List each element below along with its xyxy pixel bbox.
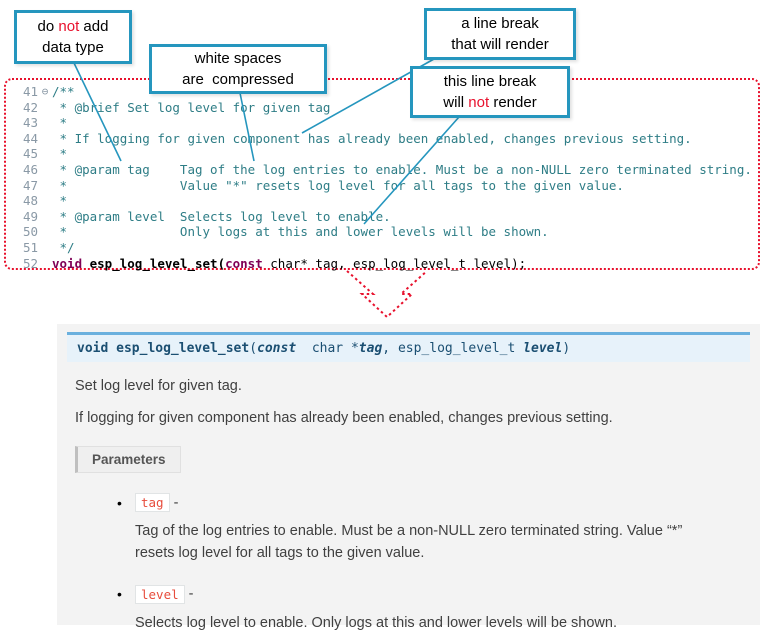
code-text: * Value "*" resets log level for all tag…: [52, 177, 624, 193]
fold-spacer: [38, 162, 52, 178]
line-number: 46: [22, 161, 38, 177]
fold-collapse-icon[interactable]: ⊖: [41, 85, 49, 98]
param-level: level: [523, 341, 563, 356]
parameter-list: • tag - Tag of the log entries to enable…: [117, 493, 750, 634]
code-editor: 41 ⊖ /** 42 * @brief Set log level for g…: [4, 78, 760, 272]
list-item: • level - Selects log level to enable. O…: [117, 584, 750, 634]
fold-spacer: [38, 146, 52, 162]
function-name: esp_log_level_set: [116, 341, 250, 356]
code-text: * @param level Selects log level to enab…: [52, 208, 391, 224]
code-text: * Only logs at this and lower levels wil…: [52, 224, 549, 240]
line-number: 41: [22, 84, 38, 99]
line-number: 51: [22, 239, 38, 255]
code-text: *: [52, 115, 68, 131]
code-text: */: [52, 239, 75, 255]
line-number: 42: [22, 99, 38, 115]
param-dash: -: [173, 494, 179, 511]
code-line: 41 ⊖ /**: [12, 84, 758, 100]
code-text: *: [52, 146, 68, 162]
code-line: 48 *: [12, 193, 758, 209]
line-number: 49: [22, 208, 38, 224]
code-line: 50 * Only logs at this and lower levels …: [12, 224, 758, 240]
callout-text: that will render: [451, 36, 549, 53]
line-number: 52: [22, 255, 38, 271]
param-type: esp_log_level_t: [397, 341, 524, 356]
code-text: * @param tag Tag of the log entries to e…: [52, 161, 752, 177]
line-number: 47: [22, 177, 38, 193]
bullet-icon: •: [117, 494, 122, 511]
fold-spacer: [38, 256, 52, 272]
callout-text: do not add: [37, 18, 109, 35]
code-text: *: [52, 193, 68, 209]
line-number: 50: [22, 224, 38, 240]
param-description: Selects log level to enable. Only logs a…: [135, 614, 617, 631]
code-text: * If logging for given component has alr…: [52, 130, 692, 146]
keyword-const: const: [225, 255, 263, 271]
line-number: 45: [22, 146, 38, 162]
param-dash: -: [188, 586, 194, 603]
code-text: /**: [52, 84, 75, 99]
code-text: void esp_log_level_set(const char* tag, …: [52, 256, 526, 272]
callout-text: white spaces: [194, 50, 282, 67]
return-type: void: [77, 341, 117, 356]
callout-whitespace-compressed: white spaces are compressed: [149, 44, 327, 94]
renders-to-arrow: [346, 270, 428, 319]
fold-spacer: [38, 115, 52, 131]
fold-spacer: [38, 209, 52, 225]
callout-text: this line break: [443, 73, 537, 90]
code-line: 49 * @param level Selects log level to e…: [12, 209, 758, 225]
bullet-icon: •: [117, 586, 122, 603]
code-line: 44 * If logging for given component has …: [12, 131, 758, 147]
param-description: Tag of the log entries to enable. Must b…: [135, 523, 683, 562]
function-signature: void esp_log_level_set(const char *tag, …: [67, 332, 750, 362]
line-number: 43: [22, 115, 38, 131]
code-line-function-declaration: 52 void esp_log_level_set(const char* ta…: [12, 256, 758, 272]
emphasis-not: not: [58, 18, 80, 35]
code-line: 47 * Value "*" resets log level for all …: [12, 178, 758, 194]
code-line: 42 * @brief Set log level for given tag: [12, 100, 758, 116]
param-head: • tag -: [117, 493, 750, 512]
param-name-literal: tag: [135, 493, 170, 512]
code-line: 51 */: [12, 240, 758, 256]
line-number: 44: [22, 130, 38, 146]
code-line: 46 * @param tag Tag of the log entries t…: [12, 162, 758, 178]
code-text: * @brief Set log level for given tag: [52, 99, 331, 115]
callout-text: data type: [42, 39, 104, 56]
param-tag: tag: [358, 341, 383, 356]
keyword-void: void: [52, 255, 83, 271]
emphasis-not: not: [468, 94, 490, 111]
fold-spacer: [38, 131, 52, 147]
callout-linebreak-renders: a line break that will render: [424, 8, 576, 60]
callout-no-datatype: do not add data type: [14, 10, 132, 64]
fold-spacer: [38, 240, 52, 256]
list-item: • tag - Tag of the log entries to enable…: [117, 493, 750, 565]
function-name: esp_log_level_set(: [82, 255, 226, 271]
code-line: 45 *: [12, 146, 758, 162]
fold-spacer: [38, 178, 52, 194]
parameters-heading: Parameters: [75, 446, 181, 473]
fold-spacer: [38, 100, 52, 116]
detailed-description: If logging for given component has alrea…: [75, 410, 613, 426]
callout-text: a line break: [461, 15, 539, 32]
param-name-literal: level: [135, 584, 185, 604]
brief-description: Set log level for given tag.: [75, 378, 242, 394]
callout-text: will not render: [443, 94, 537, 111]
param-head: • level -: [117, 584, 750, 604]
fold-spacer: [38, 193, 52, 209]
fold-spacer: [38, 224, 52, 240]
line-number: 48: [22, 193, 38, 209]
callout-linebreak-not-render: this line break will not render: [410, 66, 570, 118]
code-line: 43 *: [12, 115, 758, 131]
keyword-const: const: [257, 341, 297, 356]
rendered-doc-panel: void esp_log_level_set(const char *tag, …: [57, 324, 760, 631]
declaration-rest: char* tag, esp_log_level_t level);: [262, 255, 527, 271]
callout-text: are compressed: [182, 71, 294, 88]
